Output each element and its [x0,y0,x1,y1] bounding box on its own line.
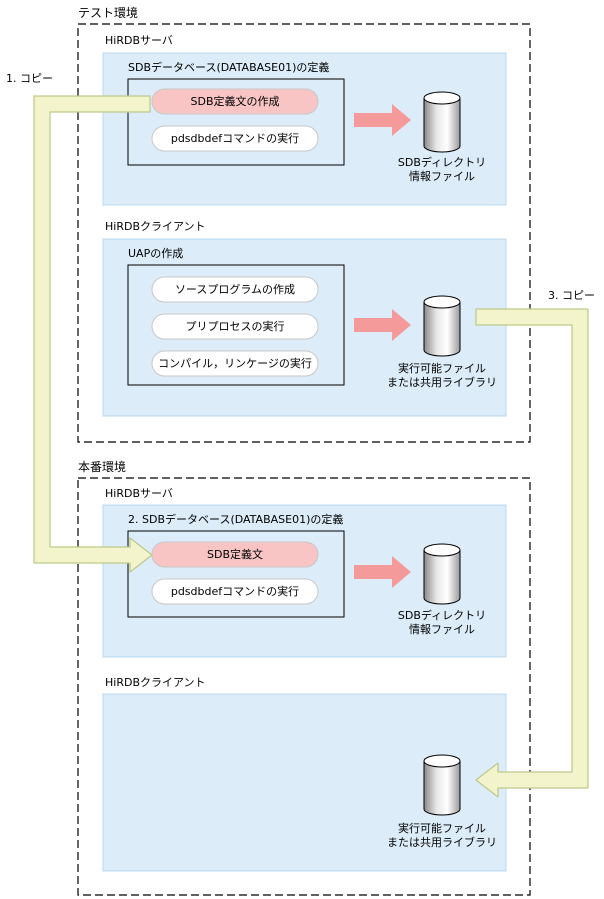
database-cylinder-icon [423,295,461,357]
prod-server-output-line1: SDBディレクトリ [397,609,487,622]
prod-server-title: HiRDBサーバ [105,487,173,500]
step-pill-pdsdbdef-prod [151,578,319,605]
test-server-group-frame [127,78,345,166]
test-client-title: HiRDBクライアント [105,220,206,233]
test-client-group-title: UAPの作成 [128,247,184,260]
prod-client-title: HiRDBクライアント [105,676,206,689]
test-server-output-line1: SDBディレクトリ [397,156,487,169]
step-pill-pdsdbdef [151,125,319,152]
copy-arrow-3 [475,308,589,798]
step-label-sdb-def: SDB定義文 [207,548,263,561]
step-pill-sdb-create [151,88,319,115]
step-label-compile: コンパイル，リンケージの実行 [158,357,312,370]
prod-env-title: 本番環境 [78,460,127,474]
test-env-title: テスト環境 [78,6,139,20]
test-server-title: HiRDBサーバ [105,34,173,47]
step-label-preprocess: プリプロセスの実行 [185,320,285,333]
test-env-frame [77,23,531,443]
prod-env-frame [77,477,531,896]
step-pill-compile [151,350,319,377]
arrow-right-icon [354,104,411,136]
database-cylinder-icon [423,754,461,816]
test-server-group-title: SDBデータベース(DATABASE01)の定義 [128,61,330,74]
copy-label-1: 1. コピー [6,72,53,85]
arrow-right-icon [354,309,411,341]
test-client-output-line2: または共用ライブラリ [387,376,497,389]
arrow-right-icon [354,556,411,588]
prod-server-group-title: 2. SDBデータベース(DATABASE01)の定義 [128,513,344,526]
step-label-sdb-create: SDB定義文の作成 [190,95,280,108]
step-label-pdsdbdef-prod: pdsdbdefコマンドの実行 [170,585,300,598]
step-label-source: ソースプログラムの作成 [174,283,296,296]
copy-arrow-1 [33,95,153,573]
database-cylinder-icon [423,91,461,153]
prod-client-output-line1: 実行可能ファイル [398,822,486,835]
test-server-output-line2: 情報ファイル [409,170,475,183]
database-cylinder-icon [423,543,461,605]
copy-label-3: 3. コピー [548,289,595,302]
prod-server-group-frame [127,530,345,618]
step-pill-source [151,276,319,303]
prod-server-output-line2: 情報ファイル [409,623,475,636]
prod-client-output-line2: または共用ライブラリ [387,836,497,849]
test-client-output-line1: 実行可能ファイル [398,362,486,375]
step-pill-preprocess [151,313,319,340]
test-client-group-frame [127,264,345,386]
step-label-pdsdbdef: pdsdbdefコマンドの実行 [170,132,300,145]
